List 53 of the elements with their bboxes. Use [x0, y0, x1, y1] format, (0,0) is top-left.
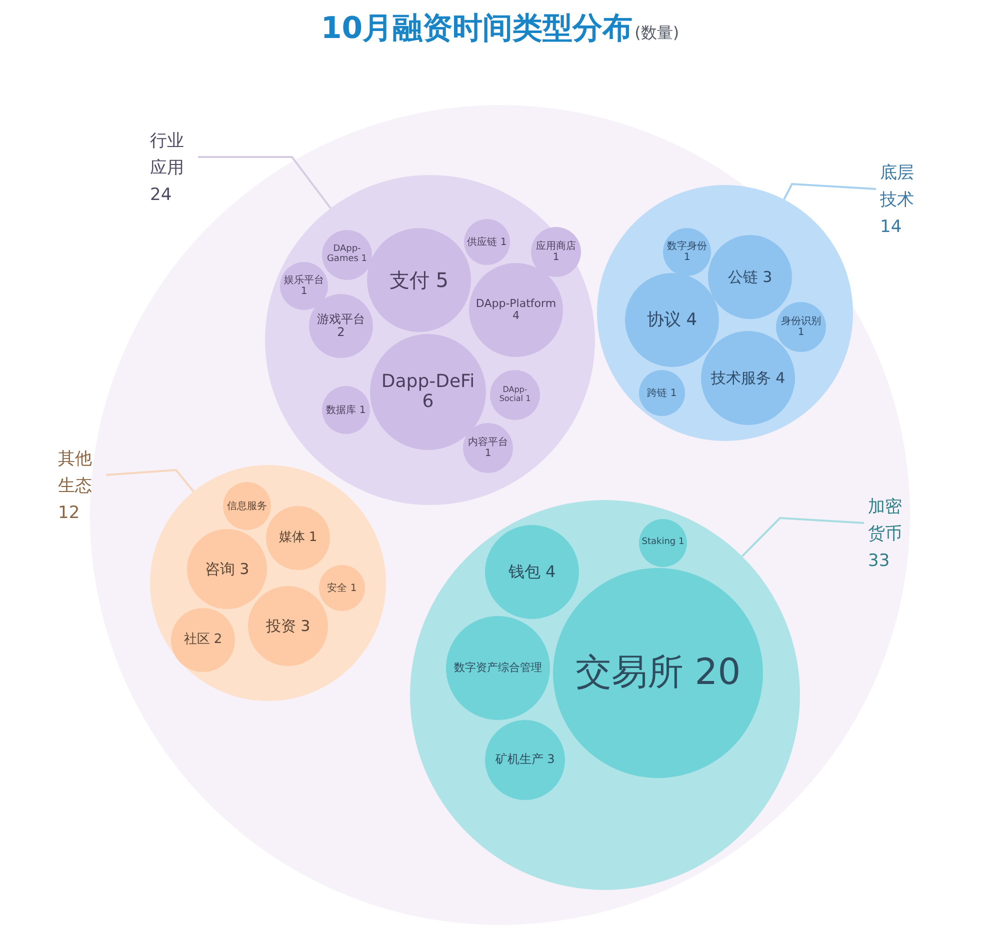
bubble: [187, 529, 267, 609]
bubble-label: 媒体 1: [278, 530, 318, 546]
bubble-label: 支付 5: [389, 269, 449, 291]
bubble-label: 供应链 1: [467, 236, 507, 248]
bubble-label: 跨链 1: [647, 388, 677, 398]
bubble-label: 技术服务 4: [710, 370, 786, 386]
bubble-label: 内容平台 1: [467, 437, 509, 459]
leader-line: [783, 182, 876, 200]
bubble-label: 娱乐平台 1: [283, 275, 325, 297]
bubble-label: 投资 3: [266, 618, 310, 634]
bubble-label: DApp-Games 1: [326, 245, 368, 265]
unit-note: (数量): [634, 23, 680, 44]
bubble-label: 咨询 3: [204, 560, 250, 578]
bubble-label: 交易所 20: [575, 653, 741, 693]
chart-title: 10月融资时间类型分布: [320, 10, 633, 48]
category-label: 其他生态 12: [58, 446, 98, 528]
bubble: [280, 262, 328, 310]
bubble: [266, 506, 330, 570]
bubble-label: 数字身份 1: [666, 241, 708, 263]
bubble: [319, 565, 365, 611]
bubble-label: 钱包 4: [508, 563, 556, 581]
bubble-label: 应用商店 1: [535, 241, 577, 263]
bubble-label: 协议 4: [646, 310, 698, 330]
bubble: [490, 370, 540, 420]
bubble: [639, 370, 685, 416]
bubble-label: 数据库 1: [326, 404, 366, 416]
bubble-label: DApp-Social 1: [498, 386, 532, 404]
bubble-label: 游戏平台 2: [316, 312, 366, 340]
bubble: [322, 386, 370, 434]
bubble: [639, 519, 687, 567]
bubble: [464, 219, 510, 265]
bubble-label: Dapp-DeFi 6: [380, 372, 476, 412]
bubble-label: 公链 3: [728, 268, 772, 286]
bubble: [223, 482, 271, 530]
bubble-label: 信息服务: [227, 500, 267, 512]
category-label: 行业应用 24: [150, 128, 190, 210]
bubble: [776, 302, 826, 352]
bubble-label: 安全 1: [327, 582, 357, 594]
bubble-label: 数字资产综合管理: [454, 662, 542, 674]
leader-line: [106, 468, 194, 492]
bubble-label: 社区 2: [184, 632, 222, 648]
leader-line: [198, 156, 332, 209]
bubble-label: DApp-Platform 4: [474, 298, 558, 322]
bubble-label: 矿机生产 3: [495, 753, 555, 767]
category-label: 加密货币 33: [868, 494, 908, 576]
bubble: [531, 227, 581, 277]
bubble: [463, 423, 513, 473]
category-label: 底层技术 14: [880, 160, 920, 242]
leader-line: [741, 516, 864, 557]
bubble-label: 身份识别 1: [780, 316, 822, 338]
bubble: [663, 228, 711, 276]
bubble-label: Staking 1: [642, 538, 684, 548]
bubble: [322, 230, 372, 280]
